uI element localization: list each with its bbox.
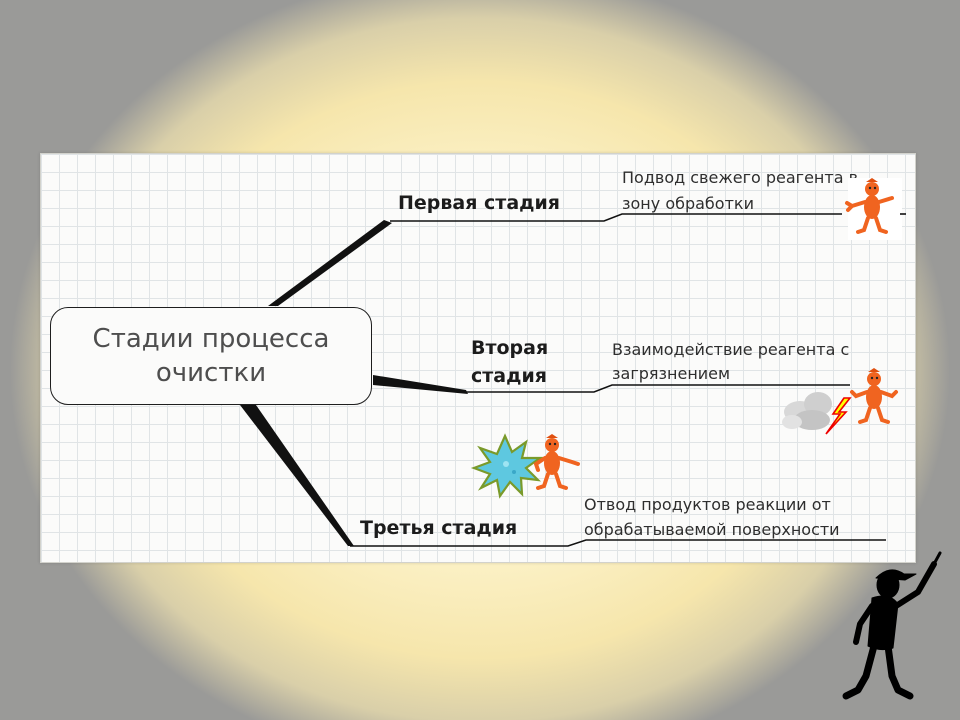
mindmap-panel: [40, 153, 916, 563]
orange-figure-icon: [850, 368, 898, 424]
leaf-text-1: Подвод свежего реагента в зону обработки: [622, 165, 858, 217]
leaf-text-2-line-2: загрязнением: [612, 364, 731, 383]
leaf-text-3: Отвод продуктов реакции от обрабатываемо…: [584, 492, 840, 542]
connector-branch-1: [268, 220, 392, 306]
central-topic-box: Стадии процесса очистки: [50, 307, 372, 405]
leaf-text-1-line-2: зону обработки: [622, 194, 754, 213]
smoke-cloud-icon: [782, 392, 832, 430]
branch-label-2-line-1: Вторая: [471, 337, 549, 359]
lightning-bolt-icon: [825, 397, 852, 435]
branch-label-1: Первая стадия: [398, 192, 561, 214]
underline-branch-2: [466, 384, 850, 393]
branch-label-2-line-2: стадия: [471, 365, 547, 387]
underline-branch-3: [350, 539, 886, 547]
leaf-text-3-line-2: обрабатываемой поверхности: [584, 520, 840, 539]
connector-branch-3: [240, 405, 354, 546]
leaf-text-2-line-1: Взаимодействие реагента с: [612, 340, 850, 359]
branch-label-2: Вторая стадия: [471, 334, 548, 390]
orange-figure-icon: [533, 434, 580, 490]
explosion-star-icon: [470, 433, 544, 499]
leaf-text-1-line-1: Подвод свежего реагента в: [622, 168, 859, 187]
branch-label-3: Третья стадия: [360, 517, 518, 539]
connector-branch-2: [373, 375, 468, 394]
central-topic-title: Стадии процесса очистки: [92, 324, 330, 388]
underline-branch-1: [390, 213, 842, 222]
leaf-text-3-line-1: Отвод продуктов реакции от: [584, 495, 831, 514]
leaf-text-2: Взаимодействие реагента с загрязнением: [612, 338, 849, 386]
orange-figure-icon: [845, 178, 906, 240]
